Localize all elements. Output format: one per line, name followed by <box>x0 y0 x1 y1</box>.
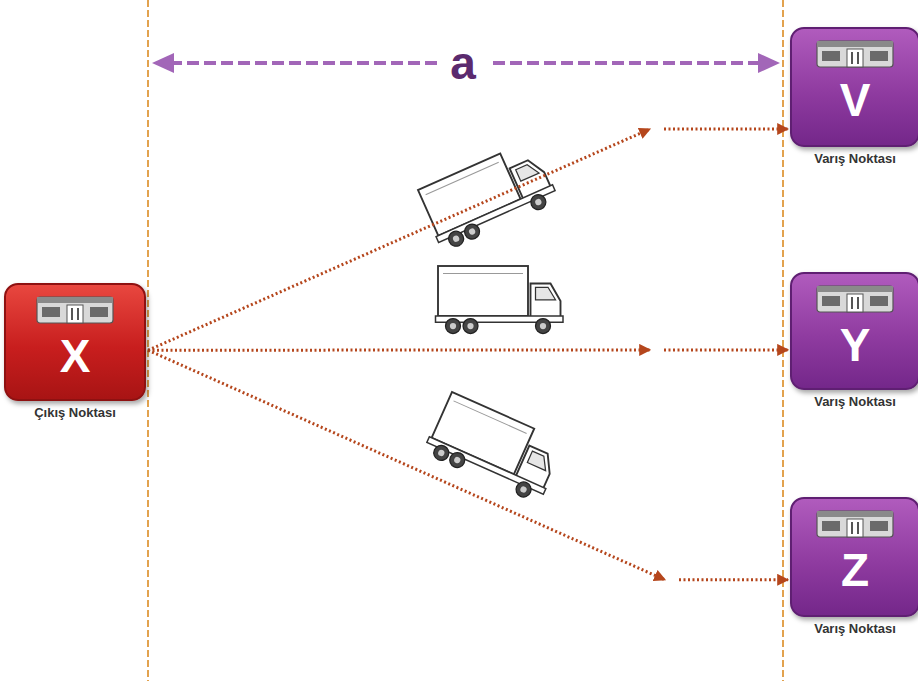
truck <box>422 391 566 505</box>
dotted-arrow-segment <box>148 348 650 351</box>
dotted-arrow-segment <box>679 578 788 581</box>
destination-box: ZVarış Noktası <box>790 497 918 617</box>
dotted-arrow-segment <box>148 129 650 350</box>
node-letter: Z <box>792 547 918 593</box>
node-caption: Çıkış Noktası <box>34 405 116 421</box>
building-icon <box>816 39 894 69</box>
building-icon <box>816 284 894 314</box>
dimension-label: a <box>438 40 488 86</box>
truck <box>436 266 564 334</box>
destination-box: VVarış Noktası <box>790 27 918 147</box>
building-icon <box>36 295 114 325</box>
node-letter: X <box>6 333 144 379</box>
node-caption: Varış Noktası <box>814 394 896 410</box>
origin-box: XÇıkış Noktası <box>4 283 146 401</box>
node-letter: V <box>792 77 918 123</box>
dotted-arrow-segment <box>664 128 788 131</box>
route-arrow <box>148 129 788 350</box>
dotted-arrow-segment <box>148 350 665 580</box>
truck <box>416 139 560 253</box>
dotted-arrow-segment <box>664 348 788 351</box>
destination-box: YVarış Noktası <box>790 272 918 390</box>
boundary-line <box>147 0 149 681</box>
route-arrow <box>148 350 788 580</box>
node-letter: Y <box>792 322 918 368</box>
node-caption: Varış Noktası <box>814 151 896 167</box>
node-caption: Varış Noktası <box>814 621 896 637</box>
building-icon <box>816 509 894 539</box>
route-arrow <box>148 349 788 350</box>
